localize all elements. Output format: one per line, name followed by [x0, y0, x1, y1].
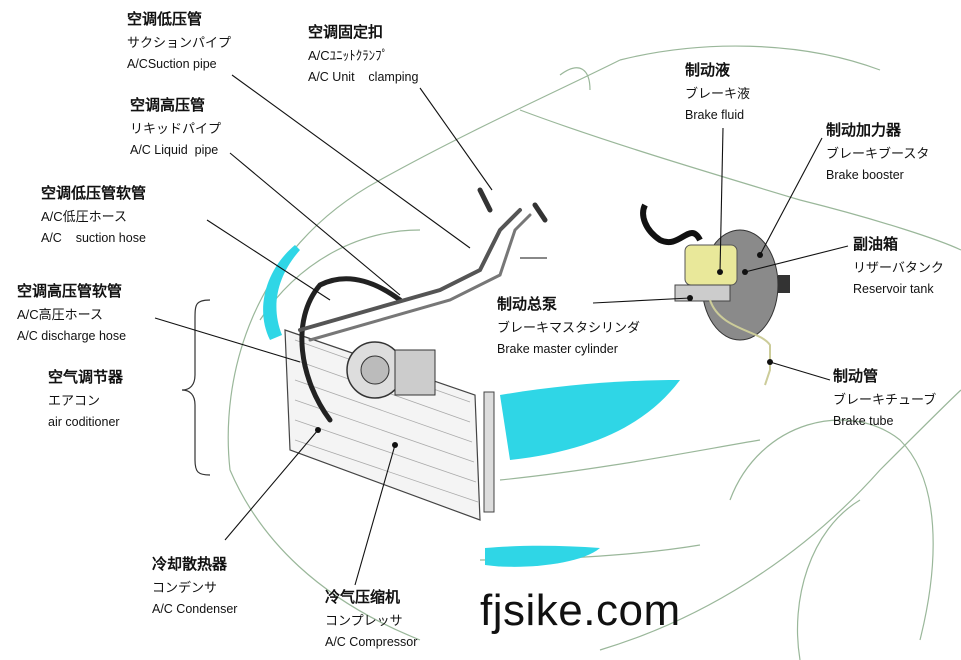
- label-zh: 制动加力器: [826, 122, 902, 139]
- label-brake-booster: 制动加力器 ブレーキブースタ Brake booster: [826, 123, 929, 182]
- label-en: Brake tube: [833, 414, 894, 428]
- label-zh: 空气调节器: [48, 369, 124, 386]
- label-air-conditioner: 空气调节器 エアコン air coditioner: [48, 370, 123, 429]
- label-brake-tube: 制动管 ブレーキチューブ Brake tube: [833, 369, 936, 428]
- label-en: Reservoir tank: [853, 282, 934, 296]
- fog-light: [485, 545, 600, 567]
- label-en: Brake booster: [826, 168, 904, 182]
- ac-hoses: [298, 187, 548, 423]
- label-en: A/C suction hose: [41, 231, 146, 245]
- label-zh: 制动液: [685, 62, 731, 79]
- label-en: A/C Condenser: [152, 602, 238, 616]
- label-ja: ブレーキマスタシリンダ: [497, 320, 641, 335]
- watermark: fjsike.com: [480, 586, 681, 635]
- label-ja: A/Cﾕﾆｯﾄｸﾗﾝﾌﾟ: [308, 48, 389, 63]
- label-ja: サクションパイプ: [127, 35, 232, 50]
- label-zh: 空调固定扣: [308, 24, 384, 41]
- label-ja: A/C低圧ホース: [41, 209, 128, 224]
- label-reservoir-tank: 副油箱 リザーバタンク Reservoir tank: [853, 237, 944, 296]
- label-zh: 冷却散热器: [152, 556, 228, 573]
- label-brake-fluid: 制动液 ブレーキ液 Brake fluid: [685, 63, 750, 122]
- label-ja: リザーバタンク: [853, 260, 944, 275]
- label-ja: リキッドパイプ: [130, 121, 222, 136]
- brake-system: [640, 203, 790, 386]
- label-zh: 空调低压管: [127, 11, 203, 28]
- label-zh: 空调低压管软管: [41, 185, 147, 202]
- right-headlight: [500, 380, 680, 460]
- left-headlight: [263, 245, 300, 340]
- label-zh: 制动管: [833, 368, 879, 385]
- label-suction-hose: 空调低压管软管 A/C低圧ホース A/C suction hose: [41, 186, 146, 245]
- label-ja: コンプレッサ: [325, 613, 403, 628]
- label-ja: ブレーキ液: [685, 86, 751, 101]
- label-master-cylinder: 制动总泵 ブレーキマスタシリンダ Brake master cylinder: [497, 297, 640, 356]
- label-condenser: 冷却散热器 コンデンサ A/C Condenser: [152, 557, 237, 616]
- label-ja: A/C高圧ホース: [17, 307, 104, 322]
- label-discharge-hose: 空调高压管软管 A/C高圧ホース A/C discharge hose: [17, 284, 126, 343]
- label-suction-pipe: 空调低压管 サクションパイプ A/CSuction pipe: [127, 12, 231, 71]
- label-ja: コンデンサ: [152, 580, 218, 595]
- label-en: A/CSuction pipe: [127, 57, 217, 71]
- label-zh: 空调高压管软管: [17, 283, 123, 300]
- label-zh: 副油箱: [853, 236, 899, 253]
- label-unit-clamping: 空调固定扣 A/Cﾕﾆｯﾄｸﾗﾝﾌﾟ A/C Unit clamping: [308, 25, 418, 84]
- label-zh: 冷气压缩机: [325, 589, 401, 606]
- label-ja: エアコン: [48, 393, 101, 408]
- compressor: [346, 341, 436, 399]
- label-en: A/C Unit clamping: [308, 70, 419, 84]
- label-en: air coditioner: [48, 415, 120, 429]
- label-ja: ブレーキチューブ: [833, 392, 937, 407]
- label-en: A/C discharge hose: [17, 329, 127, 343]
- label-en: Brake fluid: [685, 108, 745, 122]
- label-en: A/C Liquid pipe: [130, 143, 219, 157]
- leader-lines: [154, 74, 849, 586]
- label-liquid-pipe: 空调高压管 リキッドパイプ A/C Liquid pipe: [130, 98, 221, 157]
- label-ja: ブレーキブースタ: [826, 146, 930, 161]
- label-zh: 空调高压管: [130, 97, 206, 114]
- label-zh: 制动总泵: [497, 296, 558, 313]
- label-en: Brake master cylinder: [497, 342, 618, 356]
- label-en: A/C Compressor: [325, 635, 418, 649]
- brace: [181, 299, 211, 476]
- label-compressor: 冷气压缩机 コンプレッサ A/C Compressor: [325, 590, 417, 649]
